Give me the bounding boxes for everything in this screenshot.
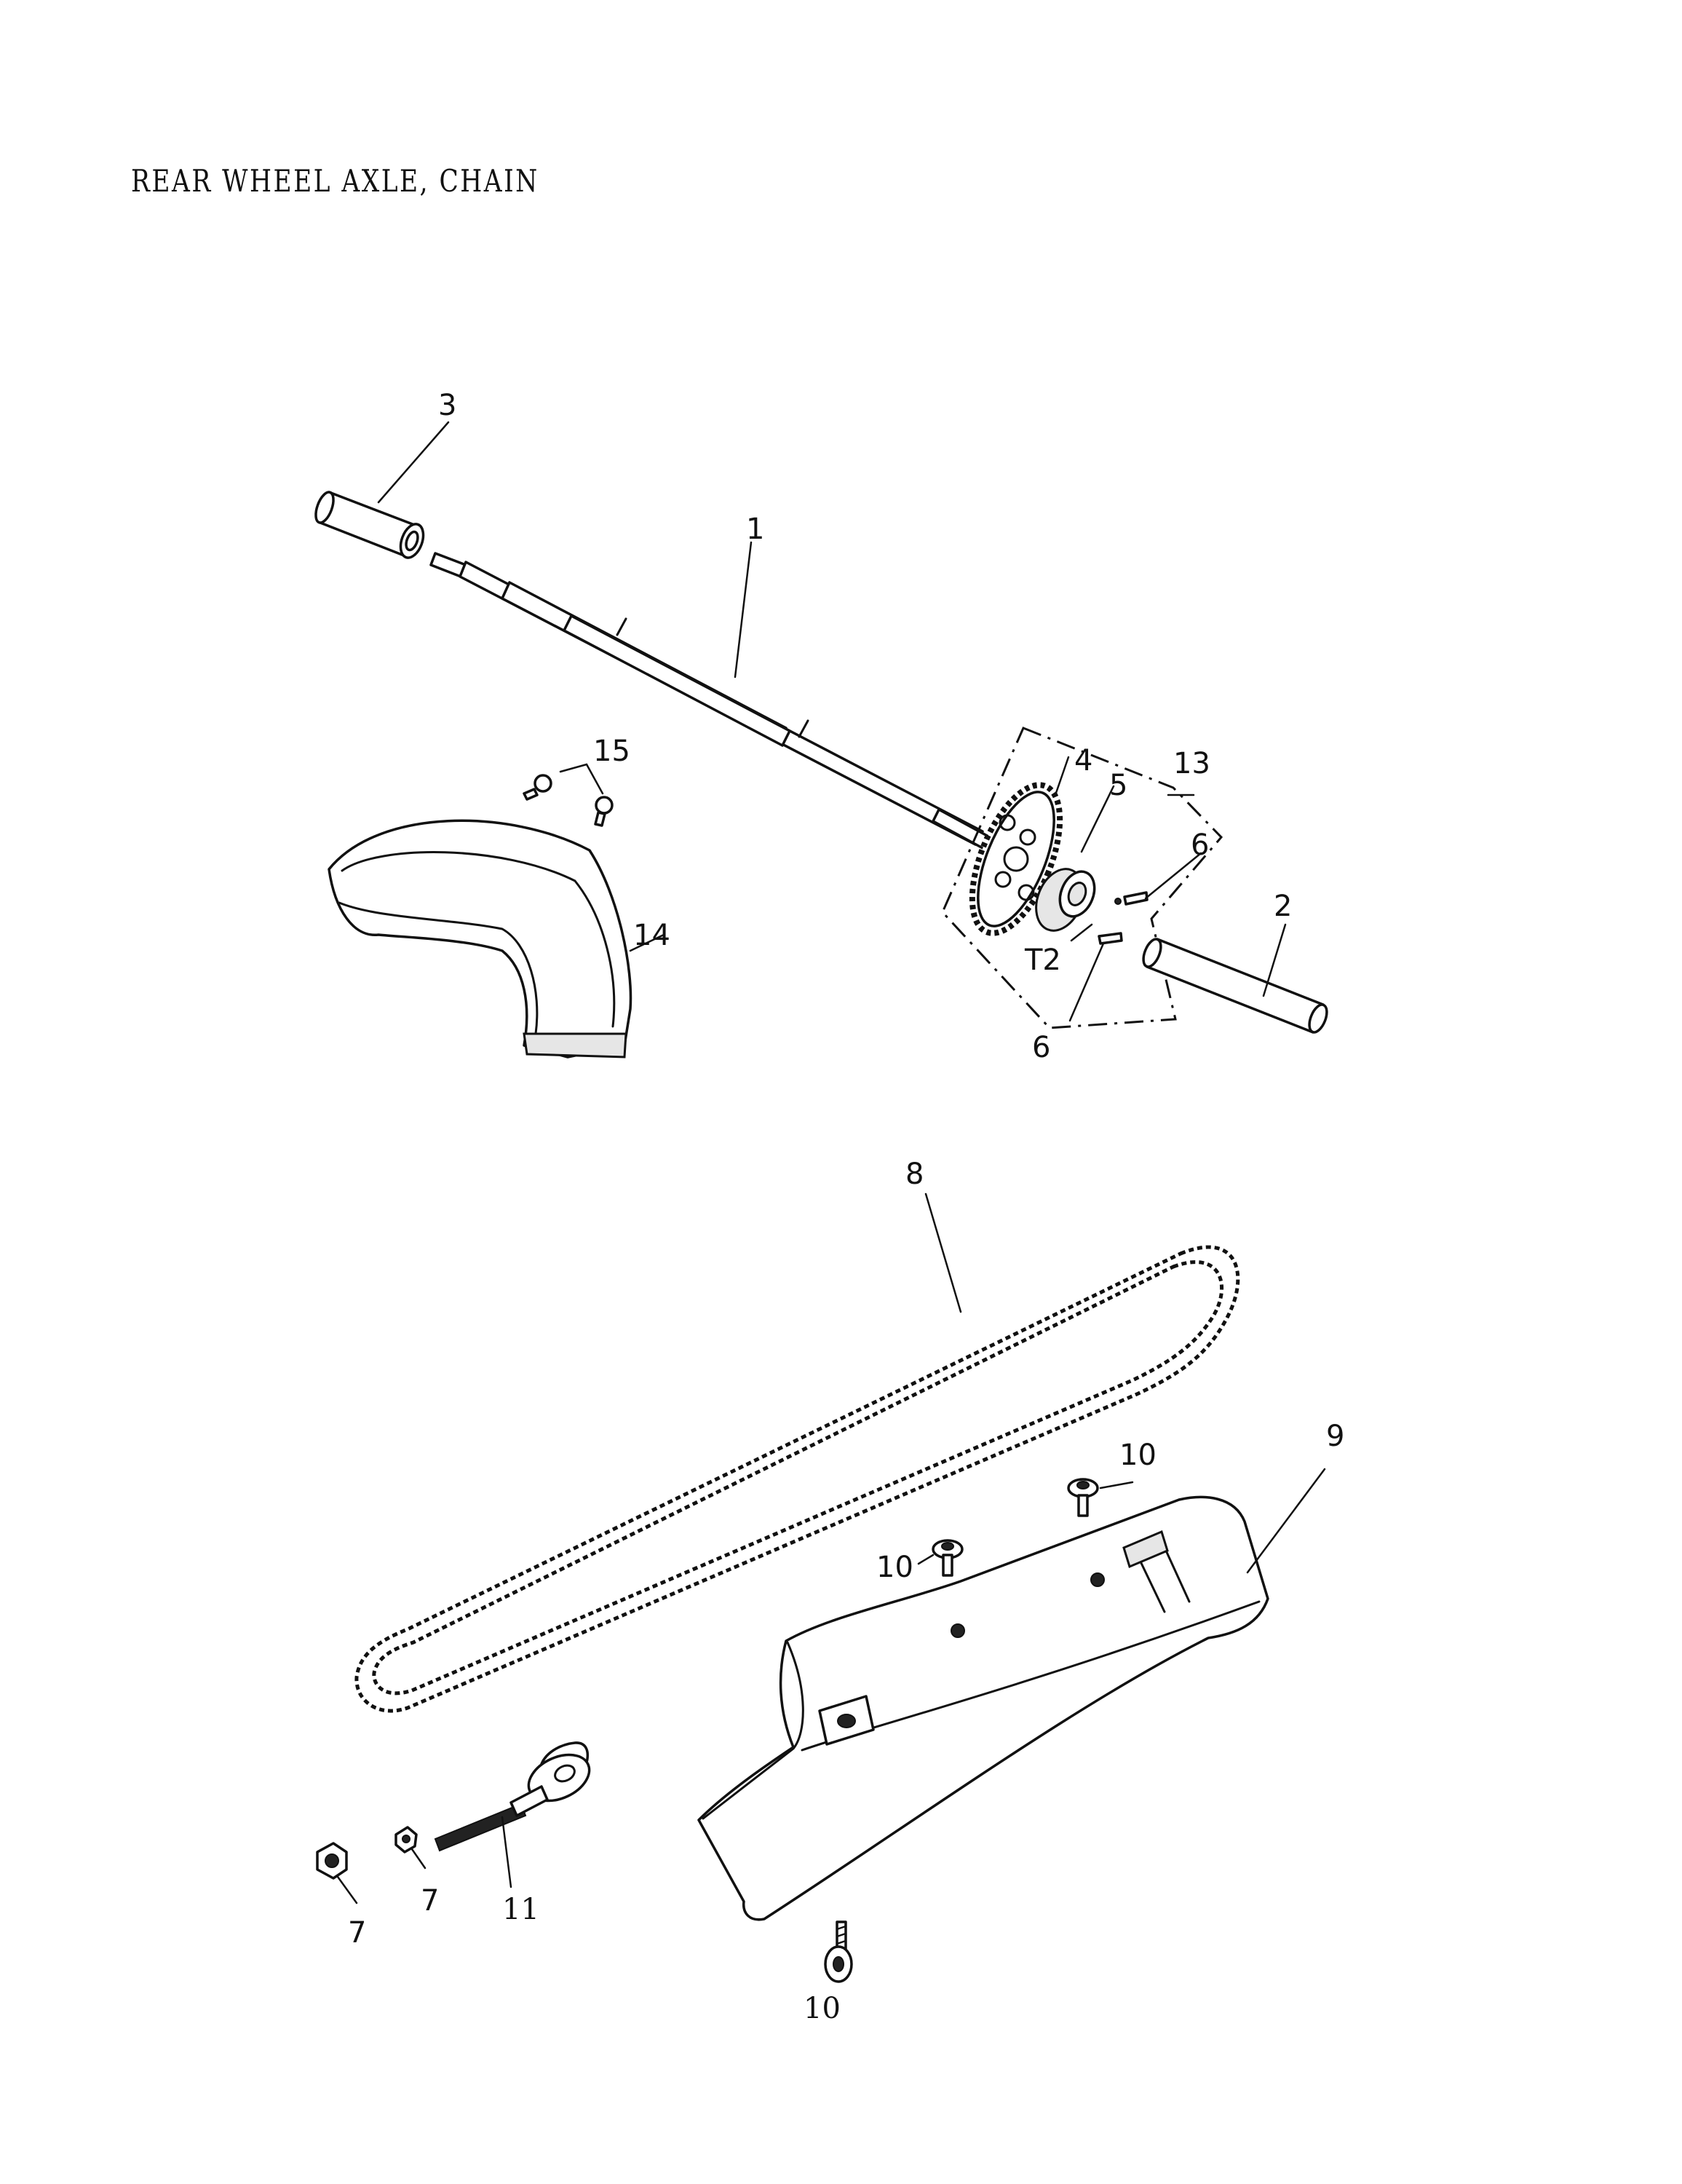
leader-14 <box>629 933 665 952</box>
leader-2 <box>1262 923 1287 997</box>
callout-3: 3 <box>438 389 456 422</box>
part-15-bolt-b <box>594 796 614 827</box>
leader-5 <box>1080 785 1115 853</box>
callout-14: 14 <box>633 919 670 952</box>
callout-10-bottom: 10 <box>804 1992 841 2025</box>
part-14-chain-guard <box>328 819 632 1059</box>
part-10-bolt-right <box>1067 1478 1099 1517</box>
leader-8 <box>924 1192 962 1313</box>
leader-7a <box>336 1875 358 1904</box>
leader-3 <box>377 421 450 504</box>
callout-2: 2 <box>1274 890 1292 923</box>
part-7-nut-large <box>316 1842 348 1880</box>
callout-15: 15 <box>593 735 630 768</box>
part-15-bolt-a <box>523 774 552 801</box>
leader-10a <box>1099 1481 1134 1489</box>
leader-12 <box>1070 923 1093 942</box>
part-11-adjuster <box>434 1741 591 1852</box>
callout-7-left: 7 <box>348 1916 366 1950</box>
part-6-bolt-lower <box>1098 932 1123 945</box>
part-5-hub <box>1035 868 1096 932</box>
callout-1: 1 <box>746 513 764 546</box>
callout-8: 8 <box>905 1158 924 1191</box>
callout-10-middle: 10 <box>876 1551 913 1584</box>
leader-4 <box>1054 756 1070 796</box>
part-2-axle-tube <box>1142 938 1328 1034</box>
diagram-title: REAR WHEEL AXLE, CHAIN <box>131 163 539 199</box>
part-10-bolt-bottom <box>824 1920 853 1983</box>
leader-15 <box>559 763 604 795</box>
callout-11: 11 <box>502 1893 539 1926</box>
callout-12: T2 <box>1024 943 1061 977</box>
callout-7-middle: 7 <box>421 1884 439 1918</box>
part-10-bolt-middle <box>932 1539 964 1577</box>
part-6-bolt-upper <box>1114 891 1149 906</box>
part-3-bushing <box>314 491 425 559</box>
leader-9 <box>1246 1468 1326 1574</box>
leader-6a <box>1144 852 1202 900</box>
leader-6b <box>1068 942 1105 1022</box>
callout-6-lower: 6 <box>1032 1031 1050 1064</box>
callout-10-right: 10 <box>1119 1439 1157 1472</box>
callout-4: 4 <box>1074 744 1092 778</box>
leader-1 <box>734 541 753 678</box>
part-8-chain <box>354 1245 1240 1713</box>
part-9-chain-guard <box>697 1495 1269 1921</box>
leader-10b <box>917 1554 935 1565</box>
callout-6-upper: 6 <box>1191 828 1209 862</box>
part-1-axle-shaft <box>429 552 991 850</box>
part-4-sprocket <box>969 782 1063 936</box>
leader-7b <box>410 1848 427 1870</box>
callout-9: 9 <box>1326 1420 1344 1453</box>
assembly-13-frame <box>941 727 1223 1029</box>
part-7-nut-small <box>394 1826 418 1853</box>
callout-13: 13 <box>1173 747 1210 780</box>
callout-5: 5 <box>1109 769 1127 802</box>
leader-11 <box>501 1816 512 1888</box>
